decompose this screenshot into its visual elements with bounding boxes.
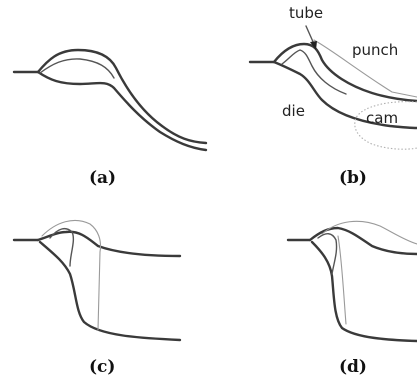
caption-panel-c: (c): [89, 357, 115, 377]
caption-panel-b: (b): [339, 168, 367, 188]
panel-a-drawing: [14, 50, 206, 150]
panel-d-drawing: [288, 221, 417, 341]
label-tube: tube: [289, 4, 323, 22]
caption-panel-a: (a): [89, 168, 116, 188]
panel-a-tube-mid: [40, 59, 114, 78]
caption-panel-d: (d): [339, 357, 367, 377]
panel-d-inner-fold: [318, 234, 337, 274]
panel-d-wall: [312, 242, 417, 341]
panel-c-tube-outer: [38, 232, 180, 256]
panel-c-drawing: [14, 220, 180, 340]
panel-b-die-contour: [282, 50, 346, 94]
panel-b-tube-pointer: [306, 26, 314, 44]
panel-d-tube-outer: [310, 228, 417, 254]
label-cam: cam: [366, 109, 398, 127]
panel-d-die-edge: [338, 236, 346, 324]
label-die: die: [282, 102, 305, 120]
label-punch: punch: [352, 41, 398, 59]
